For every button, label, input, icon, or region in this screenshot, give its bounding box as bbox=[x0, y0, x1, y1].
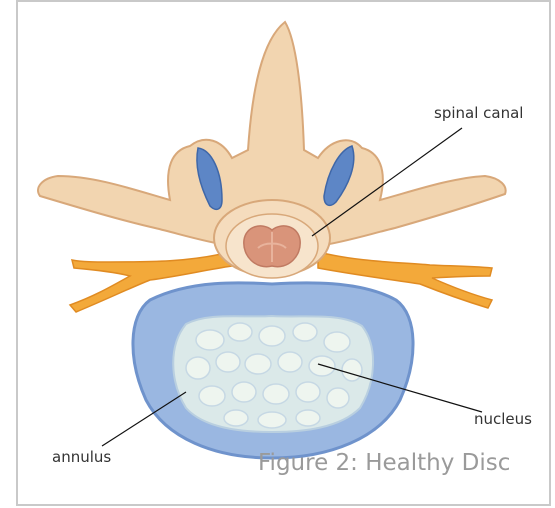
spinal-canal-label: spinal canal bbox=[434, 104, 523, 122]
spinal-canal bbox=[226, 214, 318, 278]
annulus-label: annulus bbox=[52, 448, 111, 466]
intervertebral-disc bbox=[133, 283, 413, 458]
nucleus-label: nucleus bbox=[474, 410, 532, 428]
figure-caption: Figure 2: Healthy Disc bbox=[258, 450, 510, 476]
